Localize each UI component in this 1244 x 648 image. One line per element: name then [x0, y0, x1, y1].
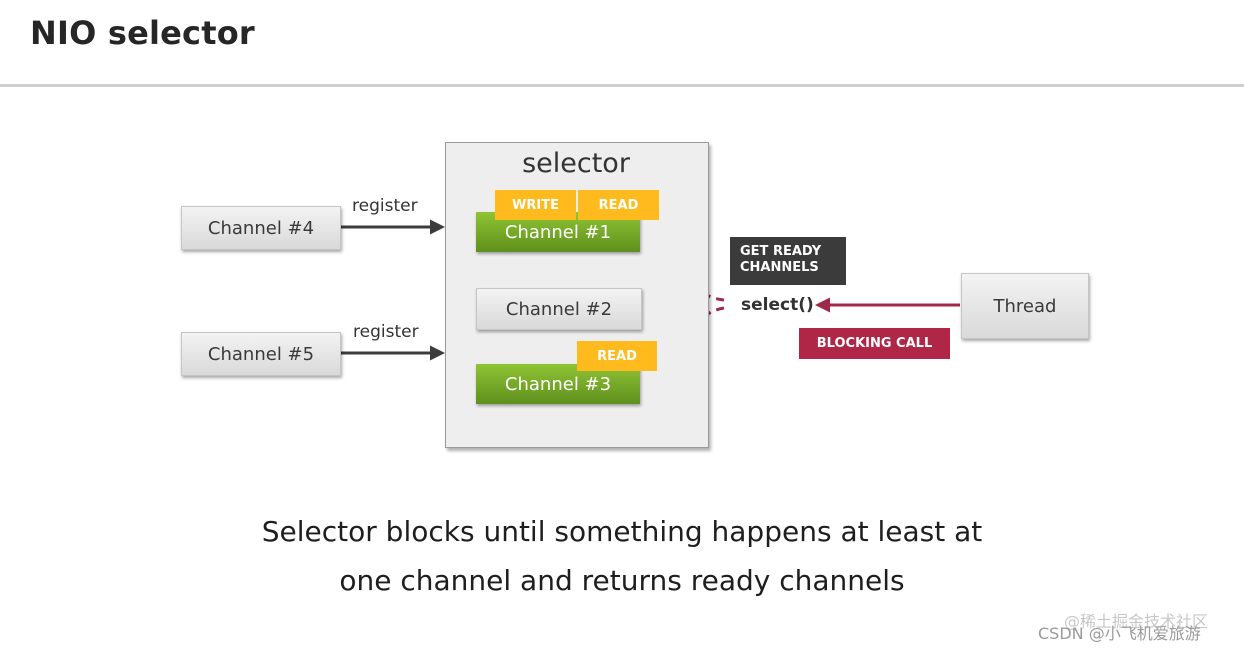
- thread-box: Thread: [961, 273, 1089, 339]
- selector-title: selector: [522, 148, 630, 179]
- watermark-juejin: @稀土掘金技术社区: [1064, 612, 1209, 631]
- page-title: NIO selector: [30, 14, 255, 52]
- register-label-channel-4: register: [352, 196, 418, 216]
- title-divider: [0, 84, 1244, 87]
- blocking-call-label: BLOCKING CALL: [799, 328, 950, 359]
- get-ready-label-line-1: GET READY: [740, 244, 822, 259]
- read-tag-channel-3: READ: [577, 341, 657, 371]
- channel-5-box: Channel #5: [181, 332, 341, 376]
- ready-arrow-channel-1: [641, 225, 725, 302]
- caption-line-1: Selector blocks until something happens …: [261, 515, 983, 548]
- get-ready-label-line-2: CHANNELS: [740, 260, 819, 275]
- get-ready-channels-label: GET READY CHANNELS: [730, 237, 846, 285]
- write-tag: WRITE: [495, 190, 576, 220]
- channel-4-box: Channel #4: [181, 206, 341, 250]
- ready-arrow-channel-3: [641, 306, 725, 388]
- channel-2-box: Channel #2: [476, 288, 642, 330]
- select-call-label: select(): [741, 295, 814, 315]
- watermark-csdn: CSDN @小飞机爱旅游: [1038, 624, 1201, 643]
- read-tag-channel-1: READ: [578, 190, 659, 220]
- register-label-channel-5: register: [353, 322, 419, 342]
- caption-line-2: one channel and returns ready channels: [339, 564, 905, 597]
